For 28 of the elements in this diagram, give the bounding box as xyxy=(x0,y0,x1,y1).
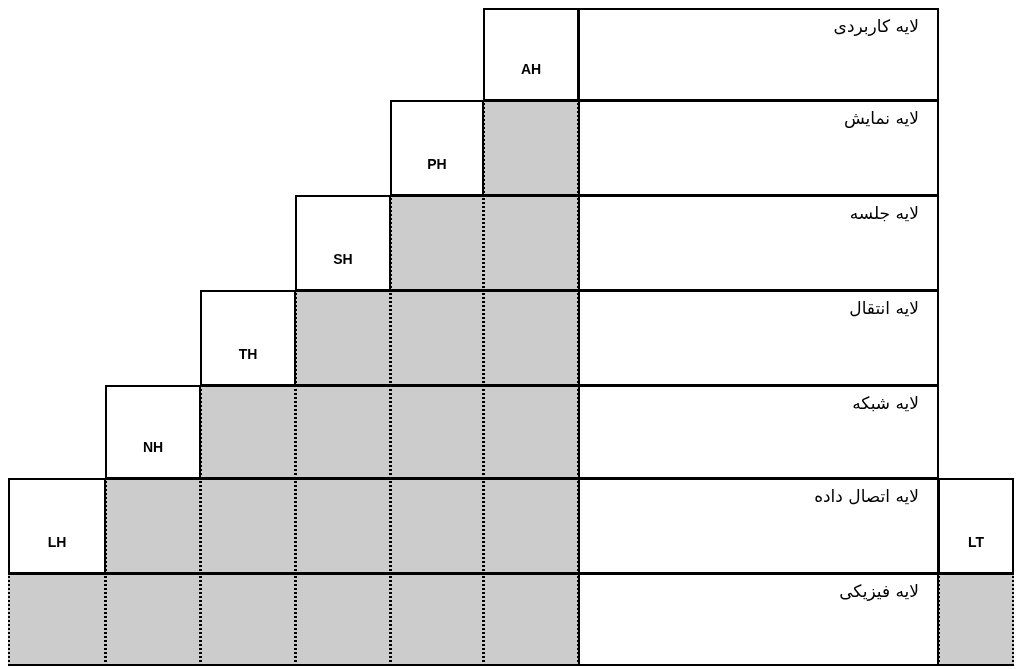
header-box xyxy=(938,478,1014,574)
layer-name: لایه شبکه xyxy=(852,393,919,413)
layer-box xyxy=(578,195,939,291)
header-label: LT xyxy=(966,534,986,550)
layer-name: لایه جلسه xyxy=(849,203,919,223)
layer-box xyxy=(578,8,939,101)
header-label: TH xyxy=(237,346,259,362)
layer-box xyxy=(578,385,939,479)
header-box xyxy=(295,195,391,291)
layer-name: لایه کاربردی xyxy=(833,16,919,36)
layer-box xyxy=(578,290,939,386)
header-label: AH xyxy=(519,61,543,77)
header-label: SH xyxy=(332,251,354,267)
header-box xyxy=(200,290,296,386)
header-label: LH xyxy=(46,534,68,550)
header-box xyxy=(390,100,484,196)
header-box xyxy=(8,478,106,574)
layer-name: لایه اتصال داده xyxy=(814,486,919,506)
header-box xyxy=(105,385,201,479)
layer-box xyxy=(578,100,939,196)
layer-name: لایه فیزیکی xyxy=(839,581,919,601)
layer-name: لایه انتقال xyxy=(849,298,919,318)
header-label: PH xyxy=(426,156,448,172)
header-box xyxy=(483,8,579,101)
layer-box xyxy=(578,573,939,666)
header-label: NH xyxy=(141,439,165,455)
layer-name: لایه نمایش xyxy=(843,108,919,128)
layer-box xyxy=(578,478,939,574)
